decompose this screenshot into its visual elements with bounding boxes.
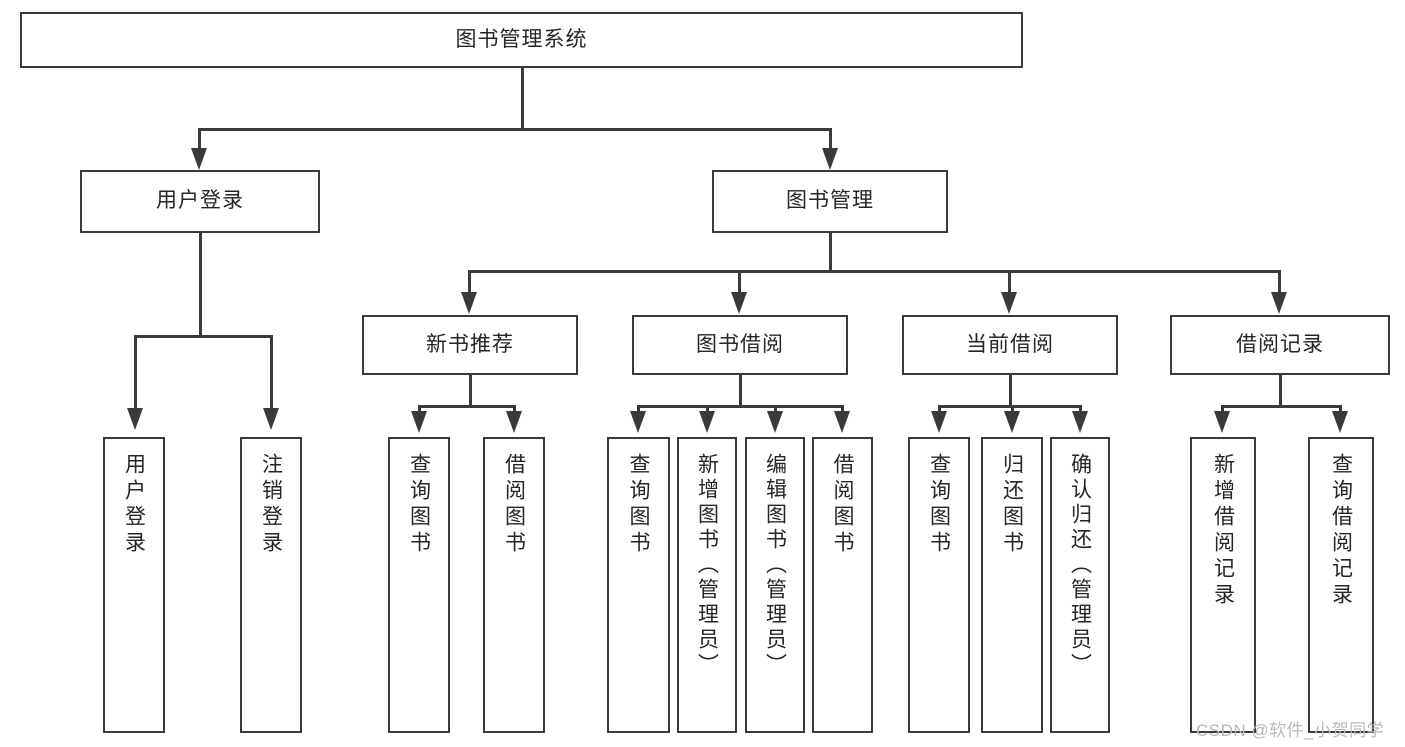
edge-new-book-rec-bar [418,405,514,408]
leaf-label: 确认归还（管理员） [1068,453,1092,678]
edge-drop-current-borrow [1008,270,1011,300]
leaf-node-edit-book-admin[interactable]: 编辑图书（管理员） [745,437,805,733]
leaf-label: 注销登录 [259,453,283,557]
leaf-label: 查询图书 [407,453,431,557]
arrow-to-add-book [699,411,715,433]
arrow-to-query-book-3 [931,411,947,433]
edge-user-login-stem [199,233,202,337]
node-label: 借阅记录 [1236,332,1324,356]
leaf-label: 查询借阅记录 [1329,453,1353,609]
arrow-to-return-book [1004,411,1020,433]
leaf-node-borrow-book-1[interactable]: 借阅图书 [483,437,545,733]
leaf-label: 归还图书 [1000,453,1024,557]
leaf-node-query-borrow-record[interactable]: 查询借阅记录 [1308,437,1374,733]
node-book-borrowing[interactable]: 图书借阅 [632,315,848,375]
edge-level2-bar [468,270,1280,273]
edge-book-borrow-stem [739,375,742,407]
edge-book-borrow-bar [637,405,843,408]
node-label: 图书管理 [786,189,874,213]
leaf-label: 新增图书（管理员） [695,453,719,678]
leaf-label: 用户登录 [122,453,146,557]
node-root-book-management-system[interactable]: 图书管理系统 [20,12,1023,68]
node-current-borrowing[interactable]: 当前借阅 [902,315,1118,375]
edge-drop-new-book-rec [468,270,471,300]
edge-root-stem [521,68,524,130]
arrow-to-leaf-logout [263,408,279,430]
node-label: 用户登录 [156,189,244,213]
leaf-node-add-book-admin[interactable]: 新增图书（管理员） [677,437,737,733]
leaf-node-user-login[interactable]: 用户登录 [103,437,165,733]
node-label: 图书借阅 [696,332,784,356]
leaf-label: 查询图书 [927,453,951,557]
leaf-node-confirm-return-admin[interactable]: 确认归还（管理员） [1050,437,1110,733]
leaf-node-query-book-1[interactable]: 查询图书 [388,437,450,733]
arrow-to-add-record [1214,411,1230,433]
arrow-to-query-book-1 [411,411,427,433]
edge-level1-bar [198,128,832,131]
arrow-to-borrow-book-1 [506,411,522,433]
edge-current-borrow-stem [1009,375,1012,407]
node-new-book-recommendation[interactable]: 新书推荐 [362,315,578,375]
leaf-label: 借阅图书 [831,453,854,557]
edge-current-borrow-bar [938,405,1081,408]
edge-drop-user-login [198,128,201,158]
edge-book-manage-stem [829,233,832,272]
edge-borrow-record-stem [1279,375,1282,407]
node-label: 新书推荐 [426,332,514,356]
arrow-to-new-book-rec [461,292,477,314]
edge-borrow-record-bar [1221,405,1341,408]
edge-drop-book-manage [829,128,832,158]
arrow-to-edit-book [767,411,783,433]
arrow-to-borrow-record [1271,292,1287,314]
leaf-node-query-book-3[interactable]: 查询图书 [908,437,970,733]
node-label: 图书管理系统 [455,27,588,51]
node-user-login[interactable]: 用户登录 [80,170,320,233]
arrow-to-confirm-return [1072,411,1088,433]
leaf-node-logout[interactable]: 注销登录 [240,437,302,733]
arrow-to-user-login [191,148,207,170]
leaf-node-return-book[interactable]: 归还图书 [981,437,1043,733]
leaf-label: 新增借阅记录 [1211,453,1235,609]
arrow-to-book-borrow [731,292,747,314]
arrow-to-book-manage [822,148,838,170]
arrow-to-query-book-2 [630,411,646,433]
leaf-node-query-book-2[interactable]: 查询图书 [607,437,670,733]
leaf-node-add-borrow-record[interactable]: 新增借阅记录 [1190,437,1256,733]
edge-drop-book-borrow [738,270,741,300]
edge-drop-leaf-logout [270,335,273,417]
leaf-label: 查询图书 [627,453,650,557]
edge-new-book-rec-stem [469,375,472,407]
edge-drop-leaf-user-login [134,335,137,417]
node-book-management[interactable]: 图书管理 [712,170,948,233]
arrow-to-current-borrow [1001,292,1017,314]
leaf-label: 借阅图书 [502,453,526,557]
arrow-to-query-record [1332,411,1348,433]
csdn-watermark: CSDN @软件_小贺同学 [1196,721,1385,740]
edge-user-login-bar [134,335,273,338]
leaf-label: 编辑图书（管理员） [763,453,787,678]
node-label: 当前借阅 [966,332,1054,356]
arrow-to-leaf-user-login [127,408,143,430]
leaf-node-borrow-book-2[interactable]: 借阅图书 [812,437,873,733]
arrow-to-borrow-book-2 [834,411,850,433]
edge-drop-borrow-record [1278,270,1281,300]
node-borrowing-record[interactable]: 借阅记录 [1170,315,1390,375]
